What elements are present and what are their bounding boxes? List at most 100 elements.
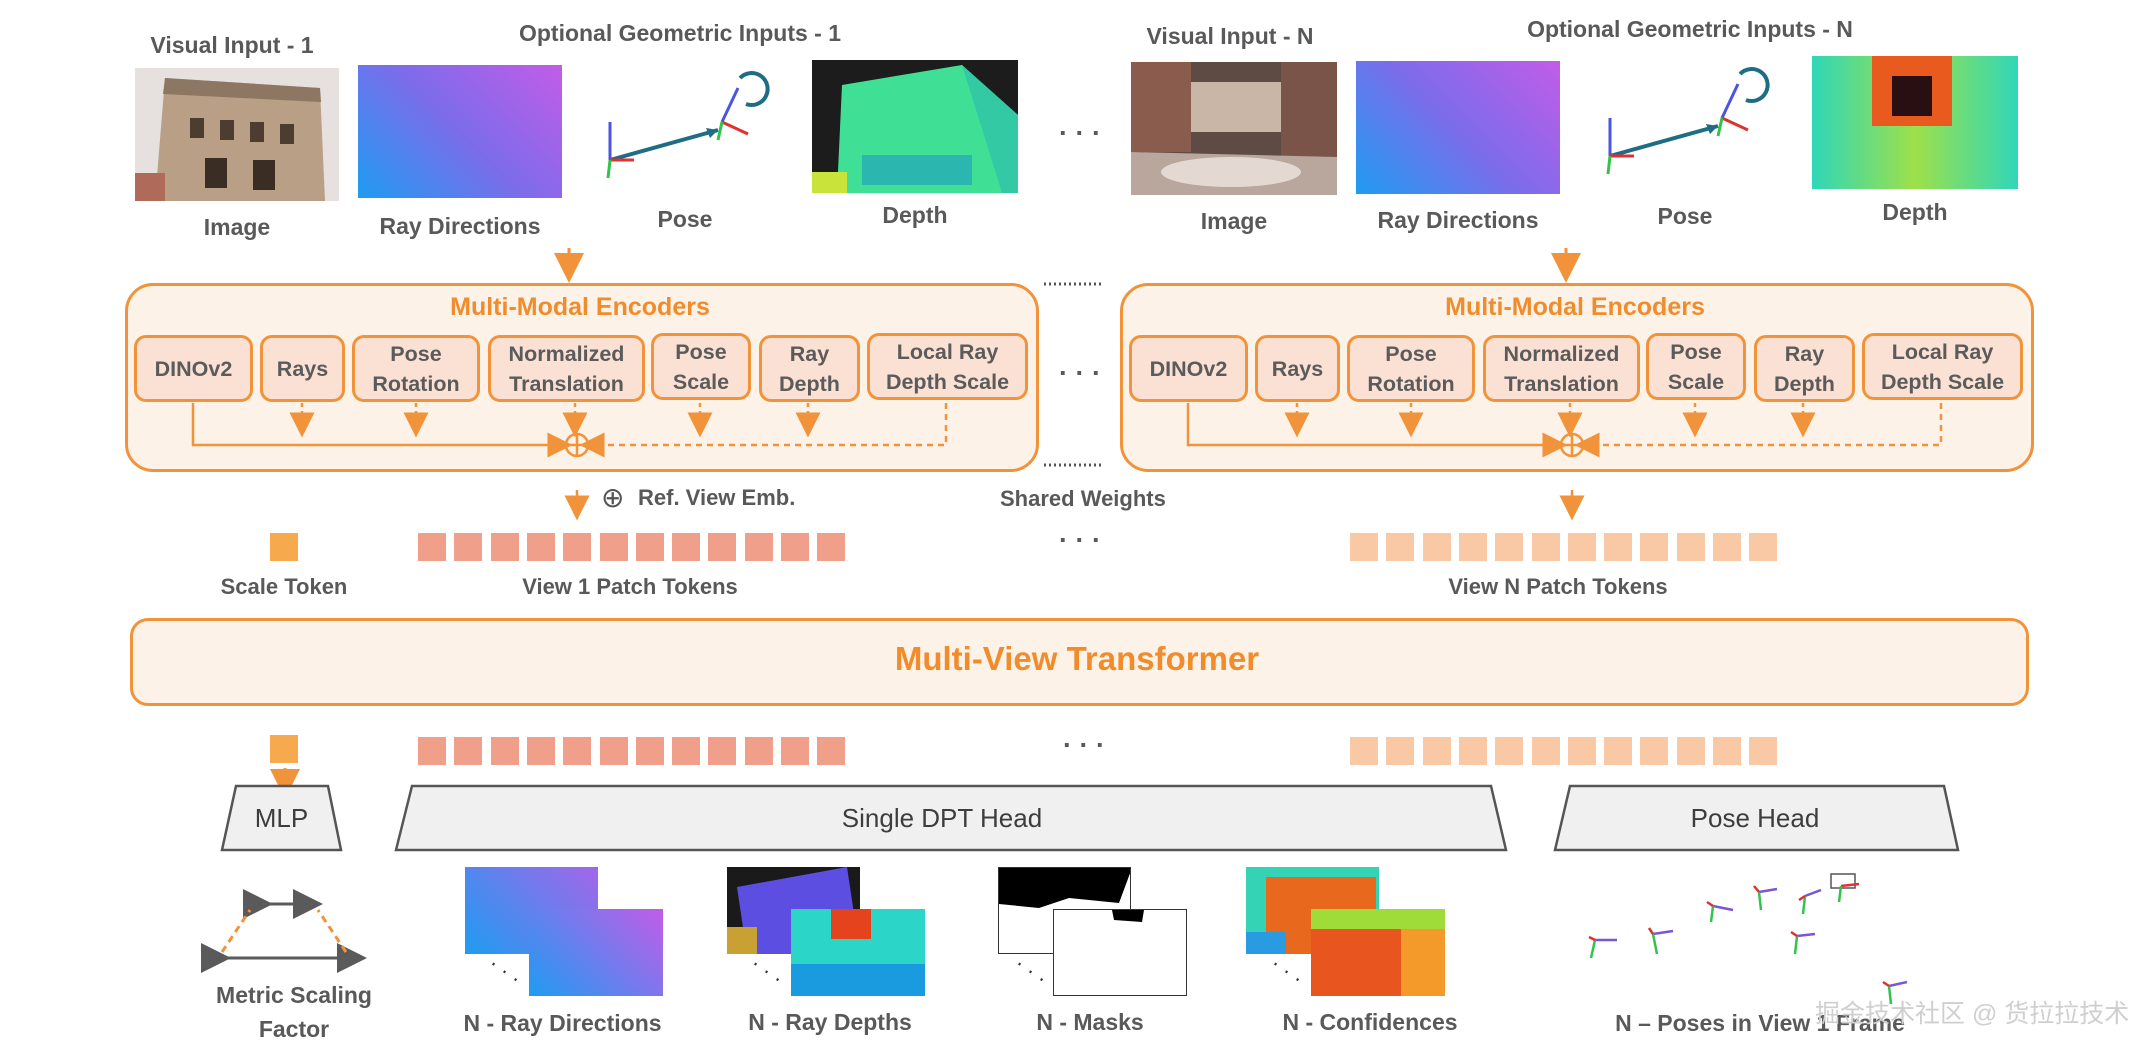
stack-dots-3: · · · [1010, 950, 1053, 991]
viewN-patch-token [1676, 533, 1705, 561]
viewN-patch-token [1749, 533, 1778, 561]
depth-thumb-1 [812, 60, 1018, 193]
view1-patch-token [781, 533, 809, 561]
dpt-head-label: Single DPT Head [841, 803, 1043, 833]
view1-patch-token-out [599, 737, 628, 765]
viewN-patch-tokens-label: View N Patch Tokens [1448, 574, 1668, 599]
viewN-patch-token [1422, 533, 1451, 561]
shared-weights-label: Shared Weights [1000, 486, 1166, 511]
pose-label-1: Pose [657, 206, 713, 232]
module-local-ray-depth-scale-n: Local Ray Depth Scale [1862, 333, 2023, 400]
view1-patch-tokens-label: View 1 Patch Tokens [522, 574, 738, 599]
view1-patch-token [744, 533, 773, 561]
ray-directions-label-1: Ray Directions [379, 213, 541, 239]
visual-input-1-title: Visual Input - 1 [150, 32, 314, 58]
output-ray-directions-front [529, 909, 663, 996]
stack-dots-1: · · · [484, 950, 527, 991]
encoders-title-1: Multi-Modal Encoders [450, 293, 710, 321]
output-ray-depths-front [791, 909, 925, 996]
view1-patch-token [454, 533, 483, 561]
view1-patch-token [490, 533, 519, 561]
view1-patch-token [672, 533, 701, 561]
ray-directions-thumb-n [1356, 61, 1560, 194]
token-ellipsis-top: · · · [1059, 525, 1101, 555]
module-ray-depth-1: Ray Depth [759, 335, 860, 402]
encoders-title-n: Multi-Modal Encoders [1445, 293, 1705, 321]
transformer-title: Multi-View Transformer [894, 640, 1260, 677]
view1-patch-token [635, 533, 664, 561]
poses-output-label: N – Poses in View 1 Frame [1615, 1010, 1905, 1036]
viewN-patch-token [1386, 533, 1415, 561]
view1-patch-token-out [526, 737, 555, 765]
scale-token-out [270, 735, 298, 763]
plus-legend-symbol: ⊕ [601, 482, 625, 513]
viewN-patch-token-out [1386, 737, 1415, 765]
image-label-1: Image [203, 214, 271, 240]
view1-patch-token [708, 533, 737, 561]
module-rays-n: Rays [1255, 335, 1340, 402]
geometric-inputs-1-title: Optional Geometric Inputs - 1 [518, 20, 842, 46]
viewN-patch-token-out [1350, 737, 1378, 765]
top-ellipsis: · · · [1059, 118, 1101, 148]
view1-patch-token-out [672, 737, 701, 765]
viewN-patch-token [1713, 533, 1741, 561]
viewN-patch-token [1531, 533, 1560, 561]
viewN-patch-token [1458, 533, 1487, 561]
ray-depths-output-label: N - Ray Depths [748, 1009, 912, 1035]
pose-axes-icon-n [1598, 56, 1778, 186]
viewN-patch-token [1604, 533, 1633, 561]
view1-patch-token [418, 533, 446, 561]
module-dinov2-n: DINOv2 [1129, 335, 1248, 402]
module-pose-rotation-n: Pose Rotation [1347, 335, 1475, 402]
viewN-patch-token [1495, 533, 1524, 561]
geometric-inputs-n-title: Optional Geometric Inputs - N [1527, 16, 1853, 42]
view1-patch-token-out [418, 737, 446, 765]
module-pose-rotation-1: Pose Rotation [352, 335, 480, 402]
multi-view-transformer [130, 618, 2029, 706]
stack-dots-2: · · · [746, 950, 789, 991]
poses-scatter [1588, 873, 1908, 1005]
depth-label-n: Depth [1882, 199, 1948, 225]
scale-token [270, 533, 298, 561]
visual-input-n-title: Visual Input - N [1146, 23, 1314, 49]
ray-directions-label-n: Ray Directions [1377, 207, 1539, 233]
scale-token-label: Scale Token [220, 574, 348, 599]
viewN-patch-token-out [1676, 737, 1705, 765]
module-pose-scale-1: Pose Scale [651, 333, 751, 400]
encoder-ellipsis: · · · [1059, 358, 1101, 388]
module-normalized-translation-n: Normalized Translation [1483, 335, 1640, 402]
pose-label-n: Pose [1657, 203, 1713, 229]
view1-patch-token-out [817, 737, 846, 765]
confidences-output-label: N - Confidences [1282, 1009, 1458, 1035]
view1-patch-token [563, 533, 592, 561]
ref-view-emb-label: Ref. View Emb. [638, 485, 796, 510]
pose-head-label: Pose Head [1690, 803, 1820, 833]
mlp-head-label: MLP [254, 803, 309, 833]
view1-patch-token [599, 533, 628, 561]
output-mask-front [1053, 909, 1187, 996]
watermark-text: 掘金技术社区 @ 货拉拉技术 [1815, 1000, 2130, 1028]
view1-patch-token-out [490, 737, 519, 765]
view1-patch-token-out [454, 737, 483, 765]
module-rays-1: Rays [260, 335, 345, 402]
view1-patch-token [817, 533, 846, 561]
viewN-patch-token-out [1640, 737, 1669, 765]
ray-directions-thumb-1 [358, 65, 562, 198]
viewN-patch-token-out [1495, 737, 1524, 765]
view1-patch-token-out [635, 737, 664, 765]
view1-patch-token-out [744, 737, 773, 765]
ray-directions-output-label: N - Ray Directions [463, 1010, 662, 1036]
view1-patch-token [526, 533, 555, 561]
view1-patch-token-out [563, 737, 592, 765]
masks-output-label: N - Masks [1036, 1009, 1144, 1035]
viewN-patch-token-out [1567, 737, 1596, 765]
token-ellipsis-bottom: · · · [1063, 730, 1105, 760]
input-image-1 [135, 68, 339, 201]
viewN-patch-token [1350, 533, 1378, 561]
module-ray-depth-n: Ray Depth [1754, 335, 1855, 402]
viewN-patch-token-out [1604, 737, 1633, 765]
depth-label-1: Depth [882, 202, 948, 228]
viewN-patch-token-out [1749, 737, 1778, 765]
viewN-patch-token-out [1713, 737, 1741, 765]
image-label-n: Image [1200, 208, 1268, 234]
